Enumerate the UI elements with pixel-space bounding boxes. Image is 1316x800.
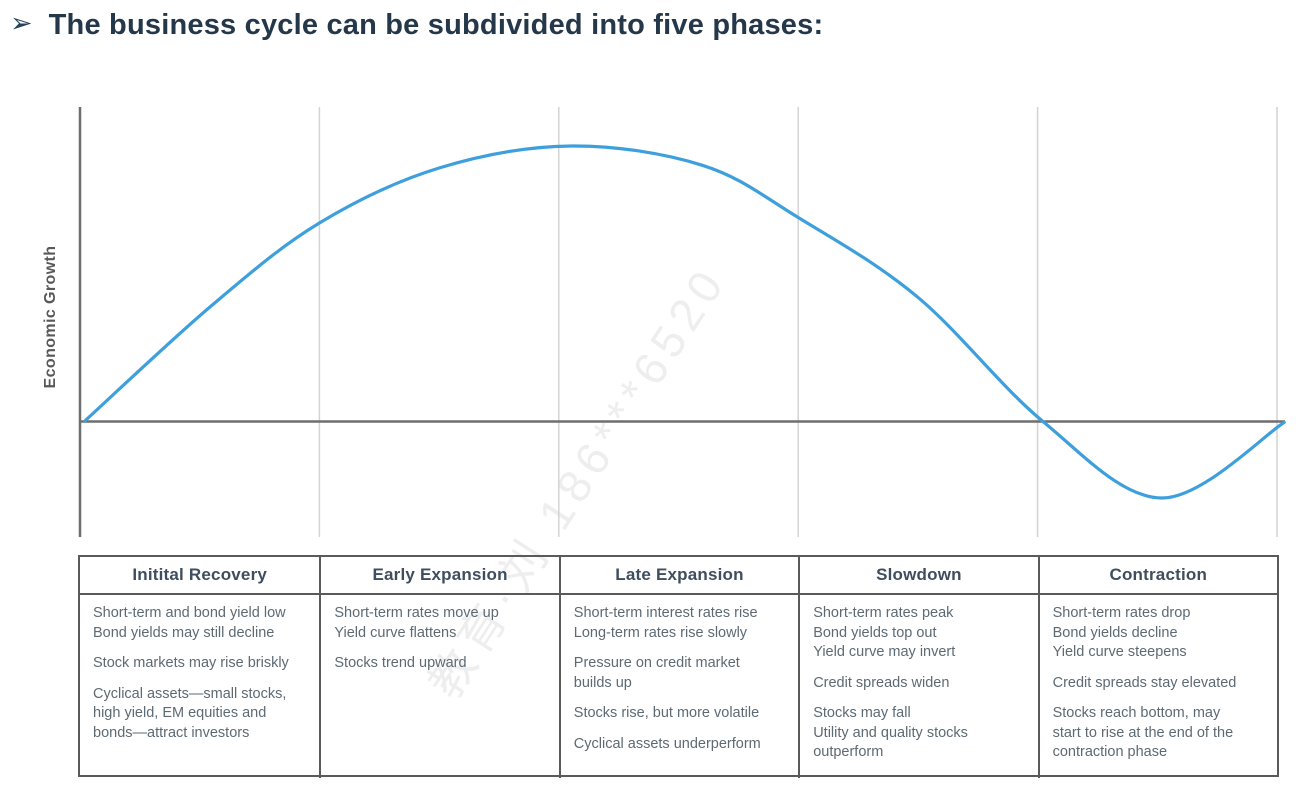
phase-paragraph: Short-term rates drop Bond yields declin…: [1052, 605, 1191, 660]
phase-paragraph: Stocks reach bottom, may start to rise a…: [1052, 705, 1234, 760]
phase-paragraph: Pressure on credit market builds up: [573, 655, 740, 691]
phase-paragraph: Stocks trend upward: [334, 655, 467, 671]
phase-cell: Short-term and bond yield low Bond yield…: [80, 595, 319, 758]
phase-paragraph: Cyclical assets underperform: [573, 735, 761, 752]
phase-header: Contraction: [1039, 557, 1277, 595]
phase-header: Initital Recovery: [80, 557, 320, 595]
phase-paragraph: Short-term rates peak Bond yields top ou…: [813, 605, 956, 660]
phase-cell: Short-term rates peak Bond yields top ou…: [800, 595, 1037, 778]
phase-paragraph: Cyclical assets—small stocks, high yield…: [93, 685, 287, 741]
page-heading: ➢ The business cycle can be subdivided i…: [10, 6, 823, 44]
business-cycle-chart: [78, 107, 1286, 537]
phase-header: Slowdown: [800, 557, 1038, 595]
phase-paragraph: Stock markets may rise briskly: [93, 655, 289, 671]
phase-paragraph: Short-term rates move up Yield curve fla…: [334, 605, 499, 641]
phase-header: Late Expansion: [560, 557, 799, 595]
phase-paragraph: Stocks may fall Utility and quality stoc…: [813, 705, 968, 760]
phase-header: Early Expansion: [321, 557, 559, 595]
phase-cell: Short-term interest rates rise Long-term…: [561, 595, 798, 769]
phase-cell: Short-term rates move up Yield curve fla…: [321, 595, 558, 689]
phase-paragraph: Credit spreads widen: [813, 674, 950, 691]
arrow-bullet-icon: ➢: [10, 8, 33, 39]
page-title: The business cycle can be subdivided int…: [48, 9, 824, 41]
phase-paragraph: Short-term and bond yield low Bond yield…: [93, 605, 286, 641]
economic-growth-curve: [83, 144, 1286, 500]
phase-paragraph: Credit spreads stay elevated: [1052, 674, 1237, 691]
y-axis-label: Economic Growth: [42, 245, 59, 389]
phase-paragraph: Stocks rise, but more volatile: [573, 705, 760, 721]
phase-cell: Short-term rates drop Bond yields declin…: [1040, 595, 1277, 778]
phase-paragraph: Short-term interest rates rise Long-term…: [573, 605, 758, 641]
